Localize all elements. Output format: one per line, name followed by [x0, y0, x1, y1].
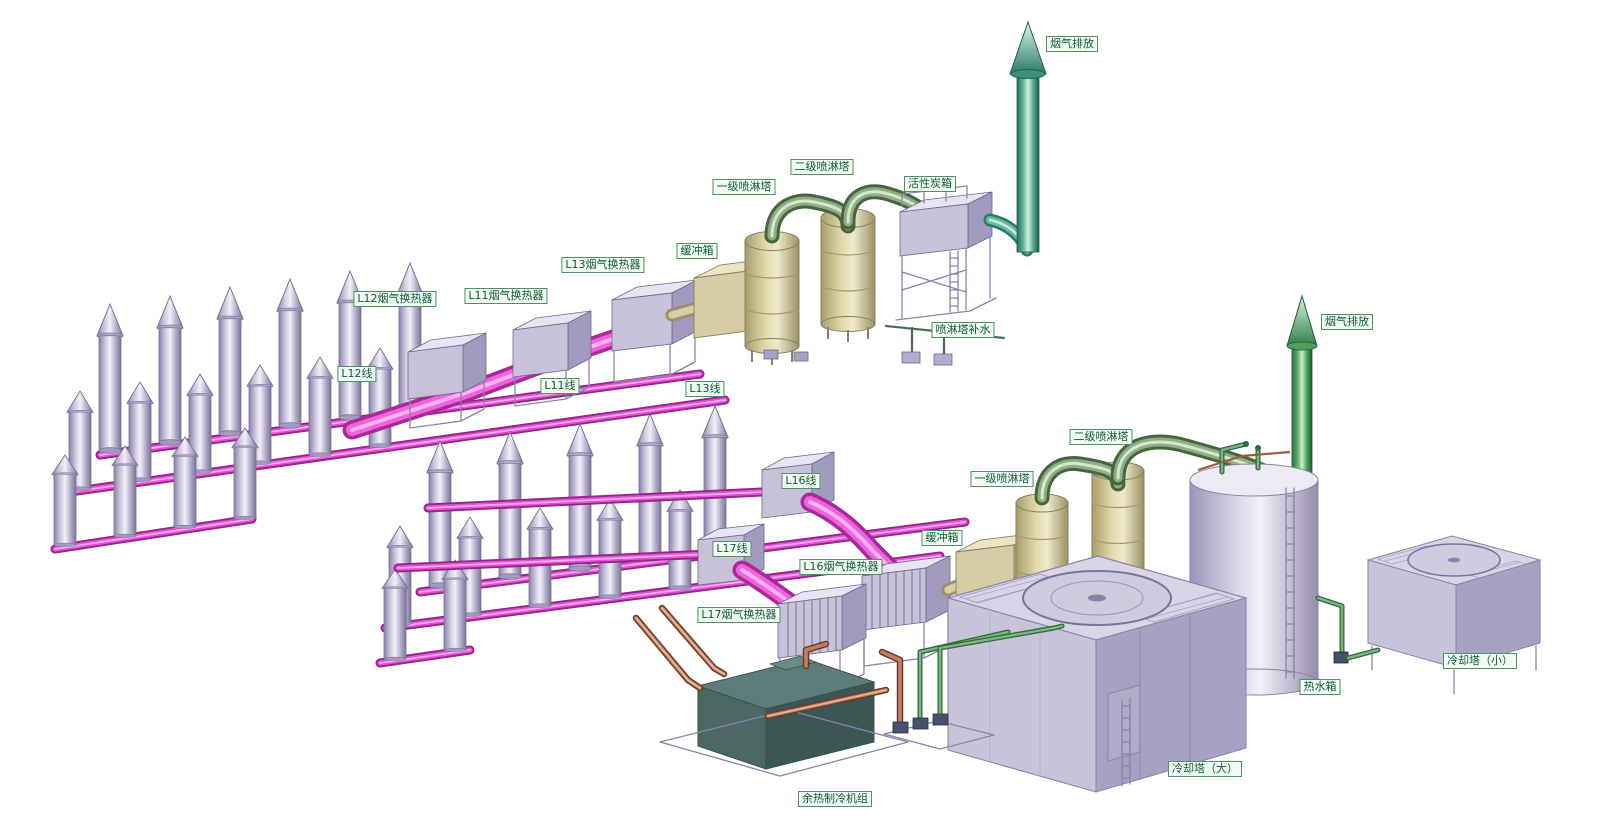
label-l16-line: L16线	[781, 473, 821, 489]
label-l13-line: L13线	[685, 381, 725, 397]
label-activated-carbon-box: 活性炭箱	[904, 176, 956, 192]
label-stage2-spray-tower-2: 二级喷淋塔	[1069, 429, 1133, 445]
tank-to-small-tower-pipe	[1315, 595, 1381, 664]
train2-chimney	[1286, 294, 1318, 499]
label-spray-tower-makeup-water: 喷淋塔补水	[931, 322, 995, 338]
label-l12-line: L12线	[337, 366, 377, 382]
train1-chimney	[983, 20, 1047, 257]
label-l12-heat-exchanger: L12烟气换热器	[353, 291, 437, 307]
label-cooling-tower-large: 冷却塔（大）	[1168, 761, 1242, 777]
activated-carbon-box	[895, 185, 997, 321]
label-l11-heat-exchanger: L11烟气换热器	[464, 288, 548, 304]
train1-heat-exchangers	[342, 279, 698, 440]
waste-heat-chiller-unit	[659, 640, 909, 777]
label-l17-line: L17线	[712, 541, 752, 557]
bottom-piping	[632, 604, 1065, 750]
label-flue-gas-emission-right: 烟气排放	[1321, 314, 1373, 330]
label-l16-heat-exchanger: L16烟气换热器	[799, 559, 883, 575]
label-l11-line: L11线	[540, 378, 580, 394]
cooling-tower-small	[1366, 535, 1542, 695]
train1-spray-towers	[744, 208, 1006, 366]
label-l13-heat-exchanger: L13烟气换热器	[561, 257, 645, 273]
label-buffer-box-2: 缓冲箱	[921, 530, 963, 546]
l16-l17-lines	[393, 487, 767, 573]
cooling-tower-large	[945, 555, 1249, 793]
label-l17-heat-exchanger: L17烟气换热器	[697, 607, 781, 623]
label-buffer-box-1: 缓冲箱	[676, 243, 718, 259]
label-hot-water-tank: 热水箱	[1299, 679, 1341, 695]
label-cooling-tower-small: 冷却塔（小）	[1443, 653, 1517, 669]
label-stage1-spray-tower-1: 一级喷淋塔	[712, 179, 776, 195]
label-waste-heat-chiller-unit: 余热制冷机组	[798, 791, 872, 807]
label-stage2-spray-tower-1: 二级喷淋塔	[790, 159, 854, 175]
label-stage1-spray-tower-2: 一级喷淋塔	[970, 471, 1034, 487]
train2-heat-exchangers	[777, 555, 951, 695]
label-flue-gas-emission-left: 烟气排放	[1046, 36, 1098, 52]
